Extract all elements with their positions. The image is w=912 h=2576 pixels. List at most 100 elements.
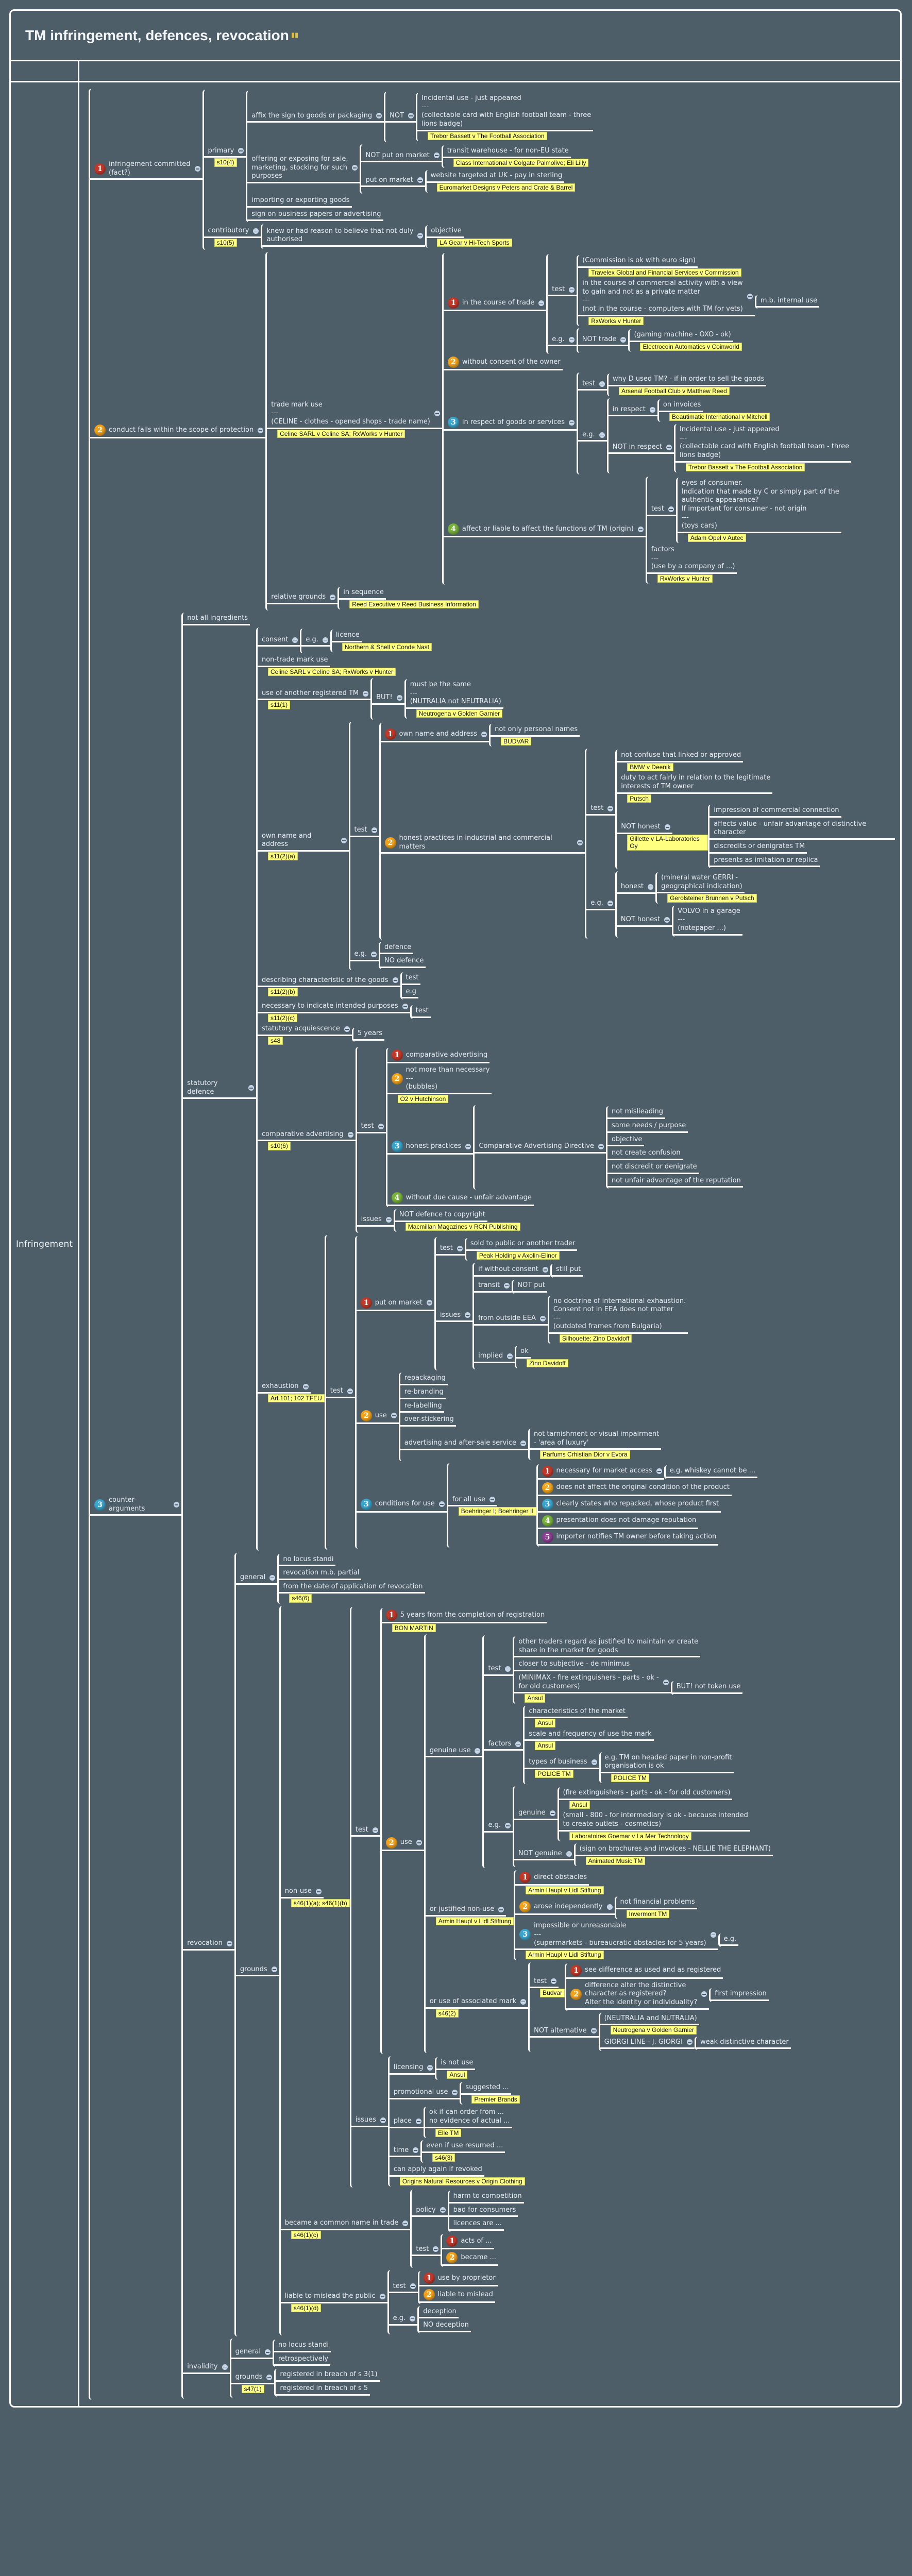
topic-node[interactable]: test bbox=[351, 1825, 380, 1837]
topic-node[interactable]: why D used TM? - if in order to sell the… bbox=[609, 375, 767, 396]
collapse-icon[interactable] bbox=[489, 1497, 496, 1503]
topic-node[interactable]: test bbox=[578, 379, 607, 391]
collapse-icon[interactable] bbox=[379, 2294, 385, 2300]
collapse-icon[interactable] bbox=[413, 2147, 419, 2154]
collapse-icon[interactable] bbox=[475, 1748, 481, 1754]
topic-node[interactable]: test bbox=[357, 1122, 386, 1134]
topic-node[interactable]: (fire extinguishers - parts - ok - for o… bbox=[559, 1788, 733, 1809]
collapse-icon[interactable] bbox=[538, 300, 545, 306]
collapse-icon[interactable] bbox=[668, 506, 674, 513]
topic-node[interactable]: test bbox=[411, 1006, 431, 1018]
topic-node[interactable]: (MINIMAX - fire extinguishers - parts - … bbox=[514, 1673, 671, 1703]
topic-node[interactable]: advertising and after-sale service bbox=[400, 1438, 528, 1450]
topic-node[interactable]: in the course of commercial activity wit… bbox=[578, 279, 755, 326]
topic-node[interactable]: (sign on brochures and invoices - NELLIE… bbox=[575, 1844, 773, 1866]
topic-node[interactable]: affects value - unfair advantage of dist… bbox=[710, 820, 895, 840]
collapse-icon[interactable] bbox=[248, 1085, 254, 1091]
topic-node[interactable]: test bbox=[401, 973, 421, 985]
collapse-icon[interactable] bbox=[371, 951, 377, 957]
collapse-icon[interactable] bbox=[402, 2220, 409, 2226]
collapse-icon[interactable] bbox=[686, 2039, 693, 2045]
topic-node[interactable]: GIORGI LINE - J. GIORGI bbox=[600, 2038, 695, 2049]
topic-node[interactable]: licences are ... bbox=[449, 2219, 504, 2231]
topic-node[interactable]: issues bbox=[351, 2115, 388, 2127]
collapse-icon[interactable] bbox=[322, 637, 328, 643]
topic-node[interactable]: NOT put on market bbox=[361, 151, 442, 163]
topic-node[interactable]: issues bbox=[357, 1215, 394, 1227]
topic-node[interactable]: offering or exposing for sale, marketing… bbox=[247, 155, 360, 183]
topic-node[interactable]: trade mark use --- (CELINE - clothes - o… bbox=[267, 400, 442, 438]
topic-node[interactable]: other traders regard as justified to mai… bbox=[514, 1637, 701, 1658]
collapse-icon[interactable] bbox=[426, 1300, 432, 1306]
collapse-icon[interactable] bbox=[542, 1267, 548, 1273]
topic-node[interactable]: no locus standi bbox=[274, 2341, 331, 2352]
collapse-icon[interactable] bbox=[372, 1827, 378, 1833]
collapse-icon[interactable] bbox=[598, 1143, 604, 1149]
topic-node[interactable]: affix the sign to goods or packaging bbox=[247, 111, 384, 123]
topic-node[interactable]: Incidental use - just appeared --- (coll… bbox=[417, 94, 594, 140]
collapse-icon[interactable] bbox=[504, 1823, 511, 1829]
topic-node[interactable]: BUT! bbox=[372, 693, 404, 705]
topic-node[interactable]: over-stickering bbox=[400, 1415, 456, 1427]
topic-node[interactable]: NOT in respect bbox=[608, 443, 674, 454]
topic-node[interactable]: e.g. bbox=[586, 899, 615, 910]
collapse-icon[interactable] bbox=[599, 381, 605, 387]
topic-node[interactable]: general bbox=[235, 1573, 278, 1585]
collapse-icon[interactable] bbox=[271, 1967, 277, 1973]
topic-node[interactable]: e.g bbox=[401, 987, 418, 999]
topic-node[interactable]: (NEUTRALIA and NUTRALIA)Neutrogena v Gol… bbox=[600, 2014, 699, 2035]
collapse-icon[interactable] bbox=[292, 637, 298, 643]
collapse-icon[interactable] bbox=[465, 1143, 471, 1149]
topic-node[interactable]: still put bbox=[551, 1265, 583, 1277]
collapse-icon[interactable] bbox=[520, 1440, 526, 1446]
topic-node[interactable]: in respect bbox=[608, 405, 657, 417]
topic-node[interactable]: duty to act fairly in relation to the le… bbox=[617, 773, 773, 803]
topic-node[interactable]: e.g. bbox=[389, 2314, 418, 2326]
topic-node[interactable]: NO deception bbox=[419, 2320, 471, 2333]
topic-node[interactable]: promotional use bbox=[389, 2088, 460, 2099]
topic-node[interactable]: if without consent bbox=[474, 1265, 550, 1277]
collapse-icon[interactable] bbox=[385, 1216, 392, 1223]
topic-node[interactable]: policy bbox=[412, 2206, 448, 2217]
topic-node[interactable]: registered in breach of s 5 bbox=[276, 2384, 370, 2396]
topic-node[interactable]: weak distinctive character bbox=[696, 2038, 791, 2049]
collapse-icon[interactable] bbox=[415, 2119, 421, 2125]
topic-node[interactable]: knew or had reason to believe that not d… bbox=[262, 227, 426, 247]
collapse-icon[interactable] bbox=[452, 2089, 458, 2095]
collapse-icon[interactable] bbox=[606, 1904, 613, 1910]
collapse-icon[interactable] bbox=[539, 1315, 546, 1321]
topic-node[interactable]: test bbox=[326, 1386, 355, 1398]
collapse-icon[interactable] bbox=[577, 840, 583, 846]
collapse-icon[interactable] bbox=[664, 917, 670, 923]
collapse-icon[interactable] bbox=[649, 406, 655, 413]
topic-node[interactable]: (gaming machine - OXO - ok)Electrocoin A… bbox=[630, 330, 742, 351]
